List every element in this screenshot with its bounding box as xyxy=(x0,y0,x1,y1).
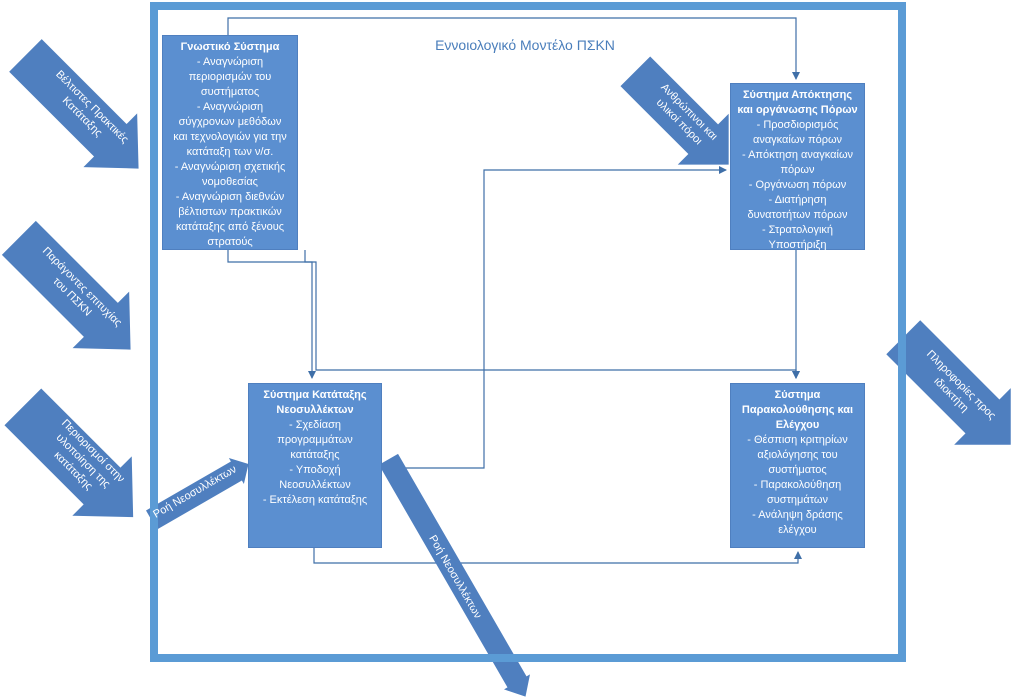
box-line: στρατούς xyxy=(207,236,253,248)
model-frame xyxy=(150,2,906,662)
connector-classification-resources xyxy=(382,166,727,469)
box-line: δυνατοτήτων πόρων xyxy=(747,209,848,221)
box-line: - Εκτέλεση κατάταξης xyxy=(262,494,368,506)
box-line: και τεχνολογιών για την xyxy=(173,131,287,143)
connector-knowledge-resources xyxy=(227,17,800,80)
box-line: - Αναγνώριση xyxy=(196,56,264,68)
box-monitoring-system: Σύστημα Παρακολούθησης και Ελέγχου - Θέσ… xyxy=(730,383,865,548)
box-line: ελέγχου xyxy=(778,524,817,536)
box-line: νομοθεσίας xyxy=(202,176,258,188)
box-classification-system: Σύστημα Κατάταξης Νεοσυλλέκτων - Σχεδίασ… xyxy=(248,383,382,548)
box-line: - Αναγνώριση xyxy=(196,101,264,113)
box-line: - Σχεδίαση xyxy=(288,419,342,431)
box-heading: Σύστημα Απόκτησης και οργάνωσης Πόρων xyxy=(737,89,858,116)
box-line: αξιολόγησης του xyxy=(757,449,838,461)
box-line: πόρων xyxy=(780,164,815,176)
connector-classification-monitoring xyxy=(313,548,802,564)
box-heading: Σύστημα Κατάταξης Νεοσυλλέκτων xyxy=(263,389,367,416)
box-heading: Γνωστικό Σύστημα xyxy=(180,41,280,53)
box-line: κατάταξη των ν/σ. xyxy=(186,146,274,158)
block-arrows xyxy=(1,39,1011,697)
arrow-human-material xyxy=(620,56,729,165)
box-line: - Παρακολούθηση xyxy=(753,479,842,491)
arrow-owner-info xyxy=(886,320,1011,445)
box-line: - Στρατολογική xyxy=(761,224,834,236)
box-line: - Αναγνώριση σχετικής xyxy=(174,161,286,173)
arrow-constraints xyxy=(4,388,134,518)
box-line: αναγκαίων πόρων xyxy=(752,134,843,146)
box-line: συστήματος xyxy=(200,86,260,98)
box-line: - Αναγνώριση διεθνών xyxy=(175,191,285,203)
box-line: κατάταξης xyxy=(290,449,340,461)
box-line: - Απόκτηση αναγκαίων xyxy=(741,149,854,161)
box-line: - Υποδοχή xyxy=(289,464,341,476)
arrow-recruit-flow-in xyxy=(146,458,249,530)
box-line: συστήματος xyxy=(768,464,827,476)
box-line: περιορισμών του xyxy=(188,71,272,83)
connector-lines xyxy=(227,17,802,564)
box-line: - Οργάνωση πόρων xyxy=(748,179,847,191)
box-line: προγραμμάτων xyxy=(277,434,353,446)
box-line: βέλτιστων πρακτικών xyxy=(178,206,282,218)
box-line: συστημάτων xyxy=(766,494,829,506)
box-heading: Σύστημα Παρακολούθησης και Ελέγχου xyxy=(741,389,854,431)
box-line: - Θέσπιση κριτηρίων xyxy=(747,434,848,446)
box-line: - Διατήρηση xyxy=(768,194,827,206)
arrow-recruit-flow-out xyxy=(378,453,530,697)
box-knowledge-system: Γνωστικό Σύστημα - Αναγνώριση περιορισμώ… xyxy=(162,35,298,250)
box-line: σύγχρονων μεθόδων xyxy=(178,116,282,128)
arrow-best-practices xyxy=(9,39,139,169)
diagram-title: Εννοιολογικό Μοντέλο ΠΣΚΝ xyxy=(435,37,615,53)
box-line: Νεοσυλλέκτων xyxy=(279,479,351,491)
box-line: Υποστήριξη xyxy=(768,239,827,251)
box-line: - Προσδιορισμός xyxy=(756,119,839,131)
box-resources-system: Σύστημα Απόκτησης και οργάνωσης Πόρων - … xyxy=(730,83,865,251)
box-line: κατάταξης από ξένους xyxy=(175,221,285,233)
box-line: - Ανάληψη δράσης xyxy=(752,509,843,521)
arrow-success-factors xyxy=(1,220,131,350)
